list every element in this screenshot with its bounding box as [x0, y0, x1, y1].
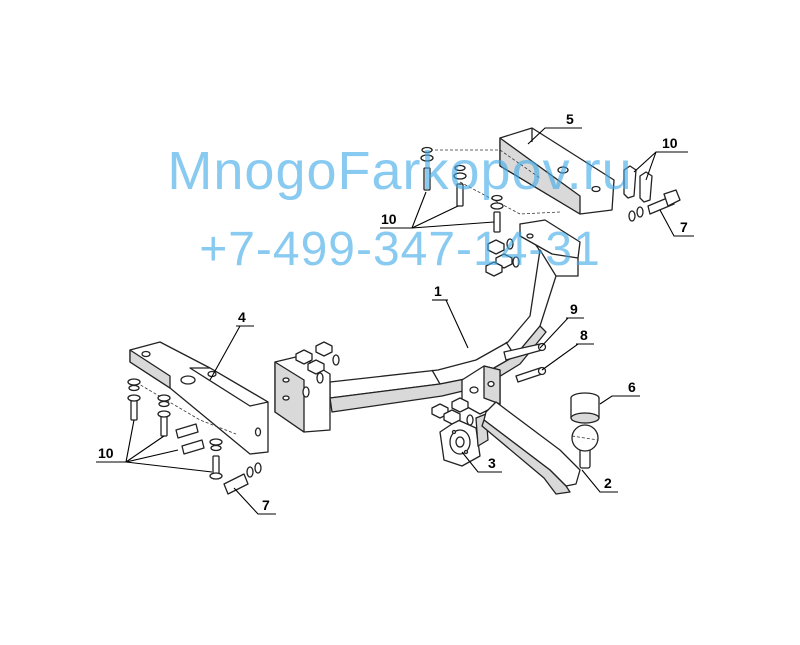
fastener-group-center [431, 397, 474, 426]
callout-7-left: 7 [262, 497, 270, 513]
fastener-group-flange [295, 341, 340, 398]
callout-1: 1 [434, 283, 442, 299]
secondary-pin [515, 366, 547, 383]
fastener-group-top-left [420, 146, 520, 277]
callout-10-bottom-left: 10 [98, 445, 114, 461]
electrical-socket [439, 413, 489, 467]
tow-ball-cover [570, 392, 600, 424]
left-mounting-bracket [129, 341, 269, 455]
tow-ball-arm [481, 401, 599, 495]
callout-4: 4 [238, 309, 246, 325]
callout-8: 8 [580, 327, 588, 343]
callout-10-top-right: 10 [662, 135, 678, 151]
fastener-group-top-right [623, 165, 681, 222]
callout-5: 5 [566, 111, 574, 127]
callout-7-right: 7 [680, 219, 688, 235]
watermark-site: MnogoFarkopov.ru [167, 141, 633, 201]
callout-3: 3 [488, 455, 496, 471]
callout-10-top-left: 10 [381, 211, 397, 227]
main-crossbar [274, 219, 581, 433]
callout-9: 9 [570, 301, 578, 317]
callout-underlines [96, 127, 694, 515]
fastener-group-left [127, 378, 262, 495]
callout-2: 2 [604, 475, 612, 491]
locking-pin [503, 342, 547, 361]
right-mounting-bracket [430, 127, 615, 215]
callout-6: 6 [628, 379, 636, 395]
watermark-phone: +7-499-347-14-31 [199, 223, 601, 276]
